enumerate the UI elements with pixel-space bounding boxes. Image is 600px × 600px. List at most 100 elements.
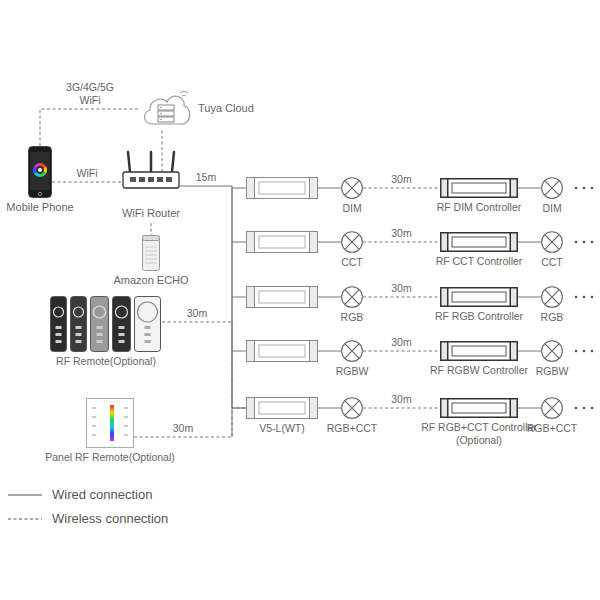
echo-node: Amazon ECHO — [142, 235, 160, 271]
lamp-icon — [541, 286, 563, 308]
lamp-icon — [541, 397, 563, 419]
node-label: RGBW — [536, 365, 569, 378]
node-label: RF RGBW Controller — [430, 364, 528, 377]
wired-link — [318, 408, 341, 409]
wireless-link — [151, 223, 152, 235]
node-label: Mobile Phone — [6, 201, 73, 214]
node-label: CCT — [341, 256, 363, 269]
lamp-node: RGB — [341, 286, 363, 308]
distance-label: 30m — [389, 227, 413, 240]
lamp-node: RGB — [541, 286, 563, 308]
rf-node: RF RGBW Controller — [440, 341, 518, 361]
node-label: RGB — [341, 311, 364, 324]
node-label: Panel RF Remote(Optional) — [45, 451, 175, 464]
node-label: WiFi Router — [122, 207, 180, 220]
node-label: Tuya Cloud — [198, 102, 254, 115]
lamp-node: CCT — [541, 231, 563, 253]
node-label: V5-L(WT) — [259, 422, 305, 435]
lamp-node: DIM — [341, 177, 363, 199]
wireless-link — [162, 130, 163, 172]
legend-label: Wired connection — [52, 486, 152, 504]
wireless-link — [162, 322, 246, 408]
legend-line-sample — [8, 510, 44, 528]
rf-node: RF CCT Controller — [440, 232, 518, 252]
lamp-node: RGBW — [341, 340, 363, 362]
remotes-node: RF Remote(Optional) — [50, 296, 162, 352]
phone-node: Mobile Phone — [28, 146, 52, 198]
node-label: RF DIM Controller — [437, 201, 522, 214]
lamp-node: RGB+CCT — [341, 397, 363, 419]
cloud-node: Tuya Cloud — [140, 88, 192, 130]
router-icon — [122, 152, 180, 204]
wireless-link — [52, 182, 122, 183]
lamp-icon — [541, 177, 563, 199]
wired-link — [518, 408, 541, 409]
node-label: Amazon ECHO — [113, 274, 188, 287]
phone-icon — [28, 146, 52, 198]
node-label: CCT — [541, 256, 563, 269]
legend-item: Wireless connection — [8, 510, 228, 528]
lamp-node: RGB+CCT — [541, 397, 563, 419]
lamp-icon — [341, 177, 363, 199]
wired-link — [518, 188, 541, 189]
bus-stubs — [232, 188, 341, 351]
distance-label: 3G/4G/5G WiFi — [60, 81, 120, 106]
node-label: RGB+CCT — [527, 422, 577, 435]
lamp-node: RGBW — [541, 340, 563, 362]
distance-label: 30m — [185, 307, 209, 320]
wireless-link — [363, 188, 440, 189]
node-label: RGBW — [336, 365, 369, 378]
controller-box — [247, 178, 318, 362]
cloud-icon — [140, 88, 192, 130]
wired-link — [518, 297, 541, 298]
rf-icon — [440, 398, 518, 418]
distance-label: WiFi — [75, 167, 100, 180]
node-label: DIM — [542, 202, 561, 215]
legend-line-sample — [8, 486, 44, 504]
node-label: RF RGB Controller — [435, 310, 523, 323]
lamp-icon — [341, 231, 363, 253]
rf-node: RF RGB Controller — [440, 287, 518, 307]
distance-label: 15m — [194, 171, 218, 184]
distance-label: 30m — [389, 336, 413, 349]
distance-label: 30m — [389, 393, 413, 406]
echo-icon — [142, 235, 160, 271]
continuation-dots — [575, 187, 594, 410]
rf-node: RF RGB+CCT Controller (Optional) — [440, 398, 518, 418]
wireless-link — [40, 109, 140, 146]
rf-icon — [440, 287, 518, 307]
rf-icon — [440, 341, 518, 361]
router-node: WiFi Router — [122, 152, 180, 204]
wired-link — [518, 351, 541, 352]
node-label: RGB+CCT — [327, 422, 377, 435]
remotes-icon — [50, 296, 162, 352]
wired-link — [518, 242, 541, 243]
wireless-link — [363, 351, 440, 352]
rf-icon — [440, 178, 518, 198]
lamp-node: CCT — [341, 231, 363, 253]
distance-label: 30m — [171, 422, 195, 435]
distance-label: 30m — [389, 282, 413, 295]
rf-icon — [440, 232, 518, 252]
lamp-icon — [541, 340, 563, 362]
panel-node: Panel RF Remote(Optional) — [86, 398, 134, 448]
panel-icon — [86, 398, 134, 448]
wireless-link — [363, 242, 440, 243]
lamp-node: DIM — [541, 177, 563, 199]
legend-item: Wired connection — [8, 486, 228, 504]
wireless-link — [134, 408, 246, 437]
node-label: RF RGB+CCT Controller (Optional) — [418, 421, 540, 446]
distance-label: 30m — [389, 173, 413, 186]
wireless-link — [363, 297, 440, 298]
lamp-icon — [341, 340, 363, 362]
lamp-icon — [341, 286, 363, 308]
v5-node: V5-L(WT) — [246, 397, 318, 419]
node-label: RGB — [541, 311, 564, 324]
lamp-icon — [341, 397, 363, 419]
legend-label: Wireless connection — [52, 510, 168, 528]
node-label: RF Remote(Optional) — [56, 355, 156, 368]
node-label: DIM — [342, 202, 361, 215]
v5-icon — [246, 397, 318, 419]
wireless-link — [363, 408, 440, 409]
